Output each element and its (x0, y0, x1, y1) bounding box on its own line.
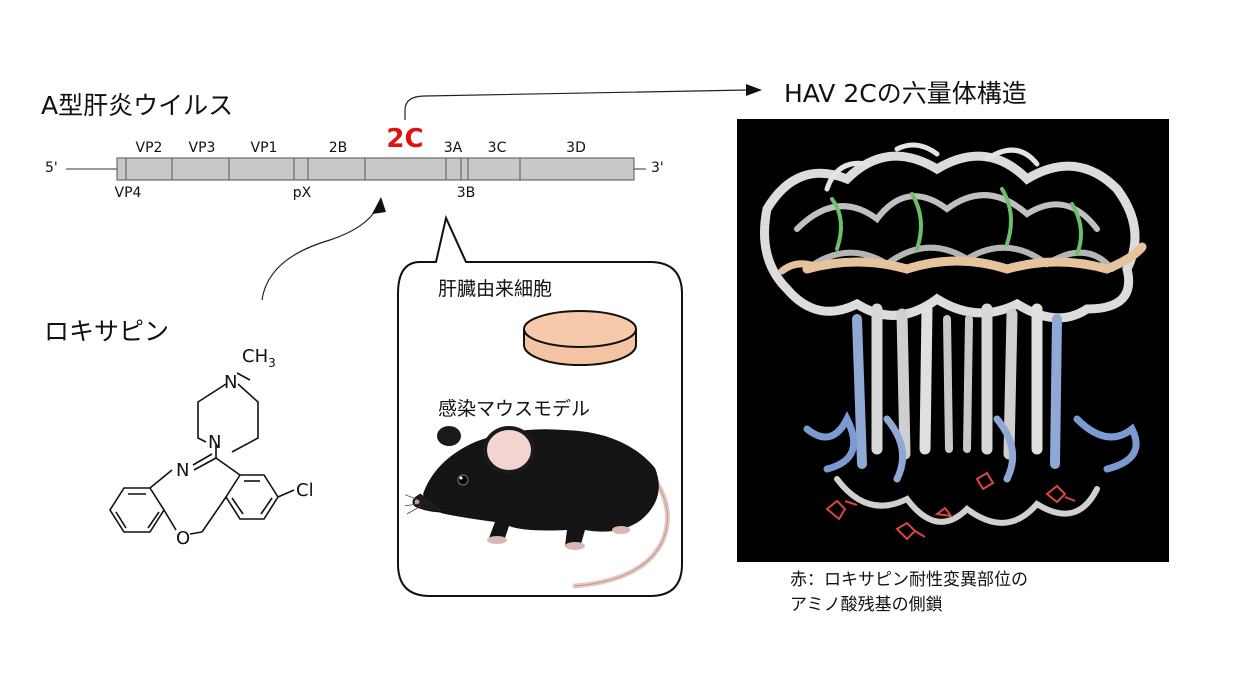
culture-dish (523, 310, 637, 366)
mouse-label: 感染マウスモデル (438, 398, 591, 420)
arrowhead-structure (746, 84, 762, 96)
atom-cl: Cl (296, 480, 314, 501)
arrow-to-structure (404, 89, 749, 120)
segment-3b: 3B (456, 185, 476, 201)
segment-vp1: VP1 (250, 140, 278, 156)
segment-3a: 3A (443, 140, 463, 156)
atom-n-ring: N (176, 460, 189, 481)
segment-vp4: VP4 (114, 185, 142, 201)
segment-px: pX (292, 185, 312, 201)
mouse-illustration (405, 426, 670, 589)
arrowhead-2c (372, 197, 386, 214)
segment-3c: 3C (487, 140, 507, 156)
genome-map (66, 157, 646, 181)
atom-n-top: N (224, 372, 237, 393)
structure-title: HAV 2Cの六量体構造 (784, 79, 1027, 108)
arrow-drug-to-2c (261, 207, 378, 301)
segment-2c-highlight: 2C (386, 124, 424, 154)
loxapine-structure: CH3 N N N O Cl (109, 346, 314, 549)
drug-name: ロキサピン (44, 317, 170, 346)
cell-label: 肝臓由来細胞 (438, 278, 553, 300)
hexamer-structure-image (737, 119, 1169, 562)
atom-o: O (176, 528, 190, 549)
segment-2b: 2B (328, 140, 348, 156)
segment-vp2: VP2 (135, 140, 163, 156)
atom-n-bottom: N (208, 432, 221, 453)
segment-3d: 3D (566, 140, 586, 156)
atom-ch3: CH3 (242, 346, 276, 370)
five-prime-label: 5' (45, 160, 58, 176)
genome-title: A型肝炎ウイルス (41, 91, 234, 120)
three-prime-label: 3' (651, 160, 664, 176)
structure-caption-line1: 赤：ロキサピン耐性変異部位の (790, 570, 1028, 590)
structure-caption-line2: アミノ酸残基の側鎖 (790, 595, 943, 615)
segment-vp3: VP3 (188, 140, 216, 156)
genome-bar (116, 157, 635, 181)
